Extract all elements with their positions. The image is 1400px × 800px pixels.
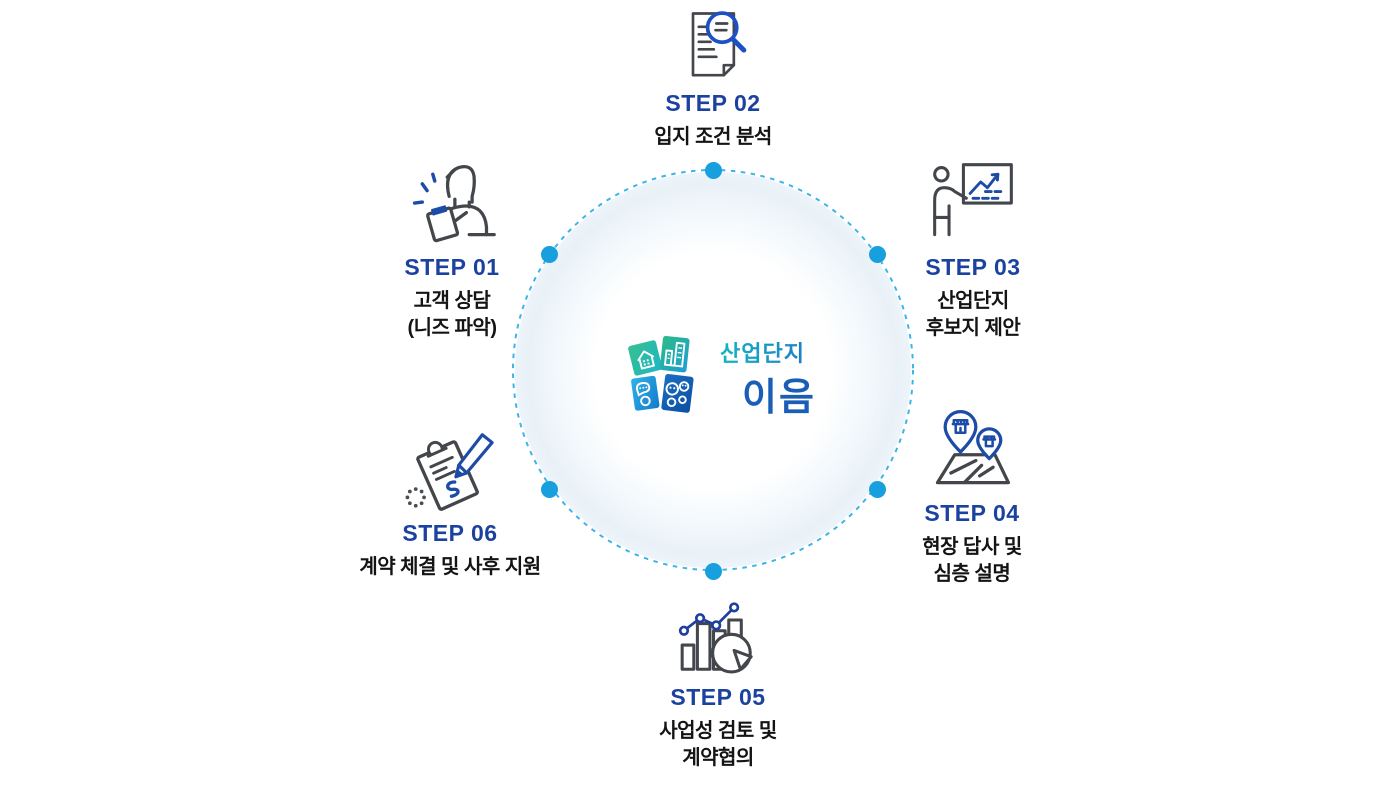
step-text-line: 입지 조건 분석 — [654, 126, 772, 148]
contract-signing-icon — [405, 433, 494, 511]
step-text-line: 사업성 검토 및 — [659, 720, 777, 742]
logo-line2: 이음 — [742, 376, 816, 419]
step-05-group: STEP 05 사업성 검토 및 계약협의 — [578, 594, 858, 772]
step-text-line: 산업단지 — [937, 290, 1009, 312]
step-text-line: 심층 설명 — [933, 563, 1011, 585]
step-01-group: STEP 01 고객 상담 (니즈 파악) — [312, 158, 592, 342]
step-04-group: STEP 04 현장 답사 및 심층 설명 — [832, 404, 1112, 588]
cycle-node-dot-step03 — [869, 246, 886, 263]
center-logo: 산업단지 이음 — [627, 332, 816, 424]
presentation-chart-icon — [933, 163, 1013, 237]
step-06-group: STEP 06 계약 체결 및 사후 지원 — [310, 422, 590, 581]
step-label: STEP 05 — [670, 684, 766, 710]
step-label: STEP 03 — [925, 254, 1021, 280]
step-label: STEP 01 — [404, 254, 500, 280]
cycle-inner-glow — [515, 172, 911, 568]
map-pins-icon — [935, 410, 1011, 485]
industrial-complex-tiles-logo-mark — [628, 335, 694, 413]
step-03-group: STEP 03 산업단지 후보지 제안 — [833, 158, 1113, 342]
consult-person-icon — [412, 165, 496, 243]
logo-text: 산업단지 이음 — [720, 336, 816, 421]
cycle-node-dot-step06 — [541, 481, 558, 498]
cycle-node-dot-step02 — [705, 162, 722, 179]
step-label: STEP 04 — [924, 500, 1020, 526]
document-magnifier-icon — [691, 11, 747, 77]
step-label: STEP 06 — [402, 520, 498, 546]
cycle-node-dot-step01 — [541, 246, 558, 263]
cycle-node-dot-step04 — [869, 481, 886, 498]
business-charts-icon — [678, 602, 753, 674]
step-text-line: 현장 답사 및 — [922, 536, 1022, 558]
step-text-line: (니즈 파악) — [407, 317, 497, 339]
logo-line1: 산업단지 — [720, 336, 816, 368]
step-text-line: 계약 체결 및 사후 지원 — [359, 556, 541, 578]
step-text-line: 후보지 제안 — [925, 317, 1021, 339]
cycle-node-dot-step05 — [705, 563, 722, 580]
step-label: STEP 02 — [665, 90, 761, 116]
step-text-line: 고객 상담 — [413, 290, 491, 312]
step-text-line: 계약협의 — [682, 747, 754, 769]
step-02-group: STEP 02 입지 조건 분석 — [573, 6, 853, 151]
